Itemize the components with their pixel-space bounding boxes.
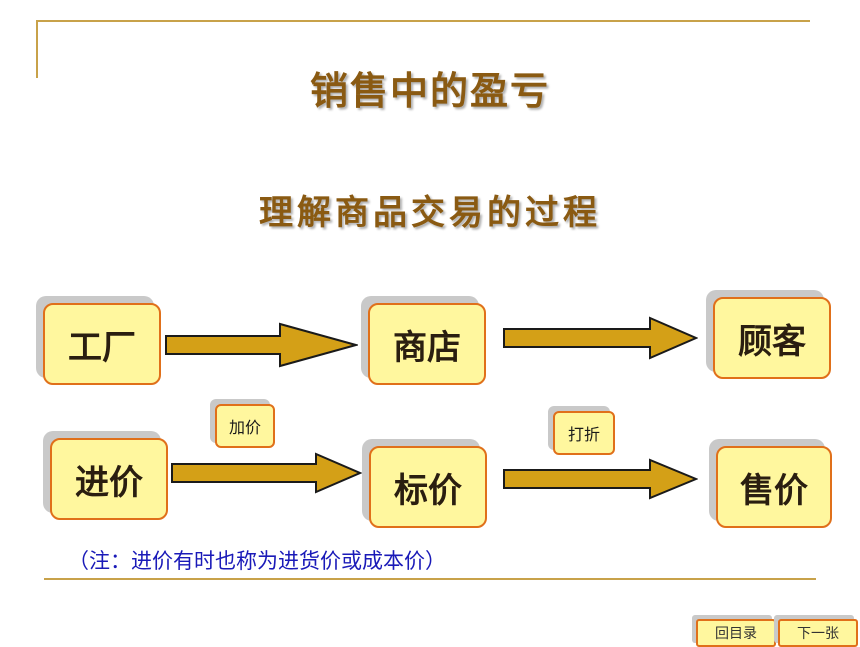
page-title: 销售中的盈亏 xyxy=(309,69,550,113)
arrow-cost-to-marked xyxy=(171,452,362,494)
arrow-marked-to-selling xyxy=(503,458,698,500)
bottom-rule xyxy=(44,578,816,580)
top-rule xyxy=(36,20,810,22)
node-customer: 顾客 xyxy=(713,297,831,379)
arrow-store-to-customer xyxy=(503,316,698,360)
node-cost-price: 进价 xyxy=(50,438,168,520)
page-subtitle: 理解商品交易的过程 xyxy=(259,193,601,233)
label-discount: 打折 xyxy=(553,411,615,455)
node-factory: 工厂 xyxy=(43,303,161,385)
label-markup: 加价 xyxy=(215,404,275,448)
next-slide-button[interactable]: 下一张 xyxy=(778,619,858,647)
back-to-contents-button[interactable]: 回目录 xyxy=(696,619,776,647)
left-rule xyxy=(36,20,38,78)
arrow-factory-to-store xyxy=(165,322,358,368)
node-selling-price: 售价 xyxy=(716,446,832,528)
note-text: （注：进价有时也称为进货价或成本价） xyxy=(68,549,446,573)
node-marked-price: 标价 xyxy=(369,446,487,528)
node-store: 商店 xyxy=(368,303,486,385)
